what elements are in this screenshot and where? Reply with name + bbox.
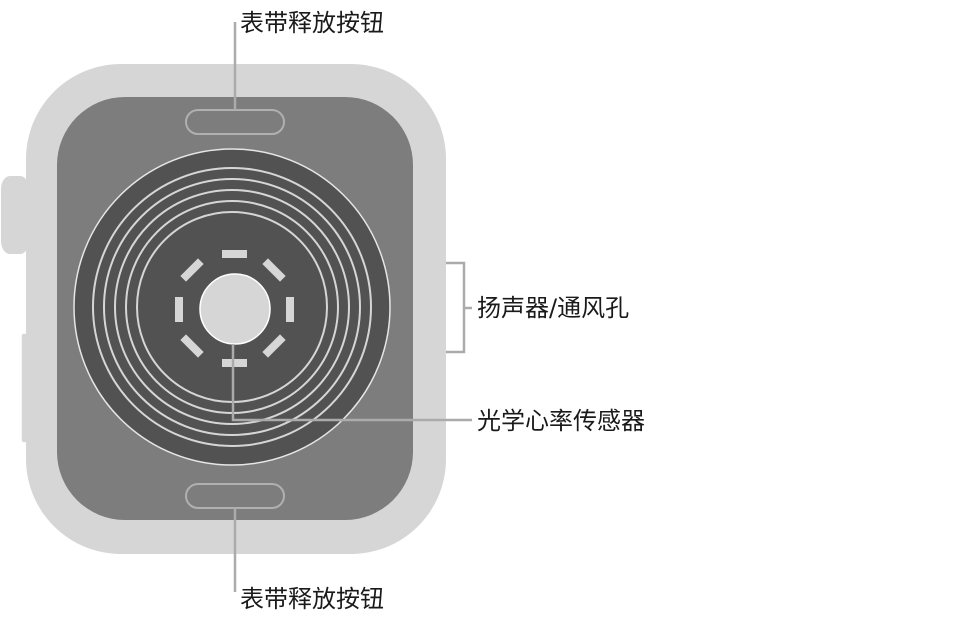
- leader-line-heart-rate: [231, 344, 472, 422]
- label-heart-rate-sensor: 光学心率传感器: [477, 407, 645, 435]
- band-release-button-top: [185, 109, 285, 135]
- heart-rate-leds: [175, 250, 294, 367]
- digital-crown: [0, 174, 31, 256]
- label-band-release-top: 表带释放按钮: [240, 9, 384, 37]
- label-speaker-vent: 扬声器/通风孔: [477, 294, 630, 322]
- band-release-button-bottom: [185, 483, 285, 509]
- label-band-release-bottom: 表带释放按钮: [240, 585, 384, 613]
- leader-lines: [231, 22, 472, 592]
- leader-bracket-speaker: [446, 261, 466, 354]
- optical-sensor-center: [199, 273, 271, 345]
